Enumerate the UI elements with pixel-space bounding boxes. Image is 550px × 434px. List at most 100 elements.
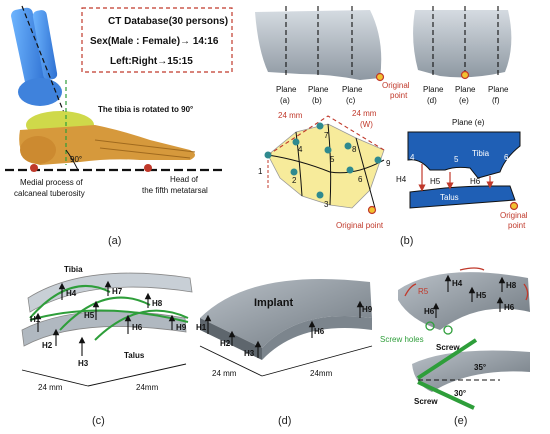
- point-label-3: 3: [324, 200, 329, 209]
- red-arcs: [404, 267, 529, 301]
- measurement-grid: [267, 123, 385, 209]
- h6-section-label: H6: [470, 177, 481, 186]
- original-point-top-l2: point: [390, 91, 408, 100]
- h3-d: H3: [244, 349, 255, 358]
- caption-d: (d): [278, 415, 291, 427]
- orig-right-l1: Original: [500, 211, 528, 220]
- h-arrows-e: [432, 274, 506, 318]
- implant-front-side: [200, 318, 262, 360]
- origin-point-marker-section: [509, 201, 519, 211]
- head-fifth-line2: the fifth metatarsal: [142, 186, 208, 195]
- screw-hole-2: [443, 325, 453, 335]
- original-point-bottom: Original point: [336, 221, 384, 230]
- h1-d: H1: [196, 323, 207, 332]
- origin-point-marker-right: [460, 70, 470, 80]
- green-curves: [29, 284, 189, 341]
- plane-label-e: Plane: [455, 85, 476, 94]
- implant-label: Implant: [254, 297, 293, 309]
- screws: [416, 338, 478, 410]
- fifth-metatarsal-marker: [144, 164, 152, 172]
- dim-24mm-label: 24 mm: [278, 111, 303, 120]
- tibia-surface: [27, 272, 193, 313]
- h6-e-left: H6: [424, 307, 435, 316]
- caption-a: (a): [108, 235, 121, 247]
- h4-c: H4: [66, 289, 77, 298]
- panel-b: Plane (a) Plane (b) Plane (c) Plane (d) …: [255, 6, 528, 247]
- talus-section-label: Talus: [440, 193, 459, 202]
- angle-arc: [65, 149, 79, 171]
- origin-point-marker-bottom: [367, 205, 377, 215]
- h5-e: H5: [476, 291, 487, 300]
- plane-id-e: (e): [459, 96, 469, 105]
- plane-label-a: Plane: [276, 85, 297, 94]
- h9-d: H9: [362, 305, 373, 314]
- point-label-5: 5: [330, 155, 335, 164]
- point-label-1: 1: [258, 167, 263, 176]
- sect-num-5: 5: [454, 155, 459, 164]
- h6-c: H6: [132, 323, 143, 332]
- h2-d: H2: [220, 339, 231, 348]
- point-label-2: 2: [292, 176, 297, 185]
- point-label-9: 9: [386, 159, 391, 168]
- h3-c: H3: [78, 359, 89, 368]
- original-point-top-l1: Original: [382, 81, 410, 90]
- implant-right-side: [262, 316, 372, 360]
- dim-24mm-w-label: 24 mm: [352, 109, 377, 118]
- h5-section-label: H5: [430, 177, 441, 186]
- dim2-c: 24mm: [136, 383, 159, 392]
- medial-process-line1: Medial process of: [20, 178, 83, 187]
- r5-label: R5: [418, 287, 429, 296]
- head-fifth-line1: Head of: [170, 175, 199, 184]
- point-label-8: 8: [352, 145, 357, 154]
- foot-bone-image: [19, 111, 196, 165]
- point-label-4: 4: [298, 145, 303, 154]
- h-arrows-d: [204, 300, 364, 358]
- plane-label-d: Plane: [423, 85, 444, 94]
- angle-label: 90°: [70, 155, 82, 164]
- plane-id-a: (a): [280, 96, 290, 105]
- medial-process-marker: [30, 164, 38, 172]
- h1-c: H1: [30, 315, 41, 324]
- point-label-7: 7: [324, 131, 329, 140]
- implant-top: [200, 278, 372, 348]
- implant-3d-top: [398, 272, 530, 330]
- screw-label-top: Screw: [436, 343, 460, 352]
- orig-right-l2: point: [508, 221, 526, 230]
- caption-b: (b): [400, 235, 413, 247]
- point-label-6: 6: [358, 175, 363, 184]
- origin-point-marker-left: [375, 72, 385, 82]
- h2-c: H2: [42, 341, 53, 350]
- numbered-points: [264, 122, 382, 199]
- h4-section-label: H4: [396, 175, 407, 184]
- dim-w-label: (W): [360, 120, 373, 129]
- h9-c: H9: [176, 323, 187, 332]
- h4-e: H4: [452, 279, 463, 288]
- talus-3d-view-left: [255, 10, 382, 80]
- angle2-label: 30°: [454, 389, 466, 398]
- panel-c: Tibia Talus H1 H2 H3 H4 H5 H6 H7 H8 H9 2…: [21, 265, 193, 427]
- dim1-c: 24 mm: [38, 383, 63, 392]
- dimension-lines-c: [21, 363, 187, 387]
- angle1-label: 35°: [474, 363, 486, 372]
- dimension-lines-d: [199, 345, 373, 377]
- sect-num-4: 4: [410, 153, 415, 162]
- plane-lines: [285, 6, 499, 76]
- tibia-section-label: Tibia: [472, 149, 490, 158]
- talus-label-c: Talus: [124, 351, 145, 360]
- plane-id-f: (f): [492, 96, 500, 105]
- tibia-rotated-label: The tibia is rotated to 90°: [98, 105, 193, 114]
- plane-e-title: Plane (e): [452, 118, 485, 127]
- plane-label-b: Plane: [308, 85, 329, 94]
- talus-section: [409, 185, 516, 209]
- tibia-bone-image: [11, 7, 62, 106]
- panel-e: R5 H4 H5 H6 H8 H6 Screw holes Screw 35° …: [380, 267, 530, 427]
- tibia-label-c: Tibia: [64, 265, 83, 274]
- screw-holes-label: Screw holes: [380, 335, 424, 344]
- plane-label-c: Plane: [342, 85, 363, 94]
- sect-num-6: 6: [504, 153, 509, 162]
- h8-e: H8: [506, 281, 517, 290]
- red-dimension-triangle: [267, 115, 385, 156]
- plane-id-d: (d): [427, 96, 437, 105]
